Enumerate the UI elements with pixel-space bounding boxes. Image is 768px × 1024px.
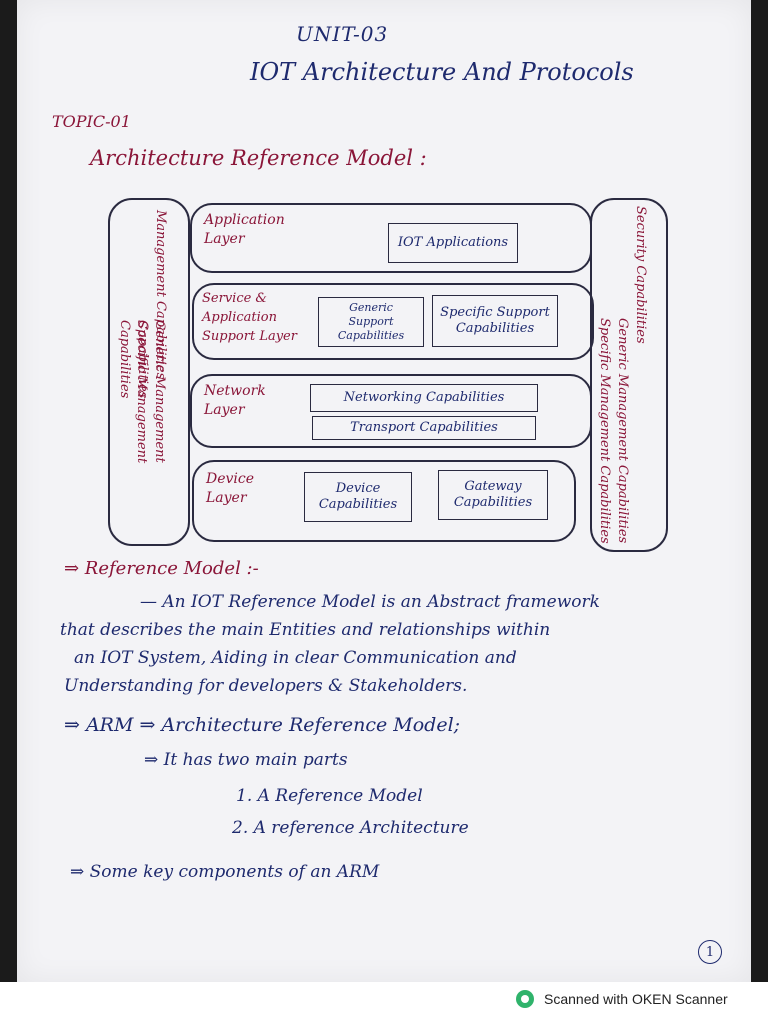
- network-layer-label: Network Layer: [204, 383, 266, 418]
- application-layer-label: Application Layer: [204, 212, 285, 247]
- page-number: 1: [698, 940, 722, 964]
- right-pillar-col1: Security Capabilities: [633, 206, 648, 344]
- para-line-3: an IOT System, Aiding in clear Communica…: [74, 648, 517, 668]
- right-pillar-col2: Generic Management Capabilities: [615, 318, 630, 544]
- notebook-page: [17, 0, 751, 982]
- iot-applications-box: IOT Applications: [388, 223, 518, 263]
- para-line-2: that describes the main Entities and rel…: [60, 620, 551, 640]
- part-2: 2. A reference Architecture: [232, 818, 469, 838]
- para-line-4: Understanding for developers & Stakehold…: [64, 676, 468, 696]
- transport-capabilities-box: Transport Capabilities: [312, 416, 536, 440]
- network-layer: Network Layer Networking Capabilities Tr…: [190, 374, 592, 448]
- specific-support-box: Specific Support Capabilities: [432, 295, 558, 347]
- reference-model-heading: ⇒ Reference Model :-: [64, 558, 259, 579]
- scanner-logo-icon: [516, 990, 534, 1008]
- device-layer: Device Layer Device Capabilities Gateway…: [192, 460, 576, 542]
- key-components-line: ⇒ Some key components of an ARM: [70, 862, 380, 882]
- part-1: 1. A Reference Model: [236, 786, 423, 806]
- networking-capabilities-box: Networking Capabilities: [310, 384, 538, 412]
- application-layer: Application Layer IOT Applications: [190, 203, 592, 273]
- left-pillar-col1: Management Capabilities: [153, 210, 168, 380]
- service-layer-label: Service & Application Support Layer: [202, 291, 297, 344]
- left-pillar-col3: Specific Management Capabilities: [117, 320, 149, 464]
- device-capabilities-box: Device Capabilities: [304, 472, 412, 522]
- unit-heading: UNIT-03: [296, 22, 389, 46]
- page-title: IOT Architecture And Protocols: [250, 58, 634, 86]
- arm-heading: ⇒ ARM ⇒ Architecture Reference Model;: [64, 714, 461, 736]
- section-title: Architecture Reference Model :: [90, 146, 427, 170]
- scanner-text: Scanned with OKEN Scanner: [544, 991, 728, 1007]
- scanner-watermark: Scanned with OKEN Scanner: [516, 990, 728, 1008]
- right-pillar-col3: Specific Management Capabilities: [597, 318, 612, 544]
- para-line-1: — An IOT Reference Model is an Abstract …: [140, 592, 600, 612]
- right-security-pillar: Security Capabilities Generic Management…: [590, 198, 668, 552]
- generic-support-box: Generic Support Capabilities: [318, 297, 424, 347]
- two-parts-line: ⇒ It has two main parts: [144, 750, 348, 770]
- service-support-layer: Service & Application Support Layer Gene…: [192, 283, 594, 360]
- topic-label: TOPIC-01: [52, 112, 131, 131]
- scanner-footer: [0, 982, 768, 1024]
- device-layer-label: Device Layer: [206, 471, 255, 506]
- left-pillar-col2: Generic Management Capabilities: [135, 320, 167, 463]
- gateway-capabilities-box: Gateway Capabilities: [438, 470, 548, 520]
- left-management-pillar: Management Capabilities Generic Manageme…: [108, 198, 190, 546]
